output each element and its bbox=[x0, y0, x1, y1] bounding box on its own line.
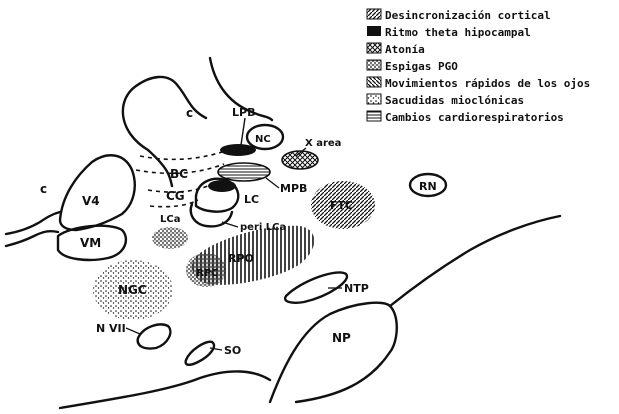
leader-mpb bbox=[266, 178, 279, 188]
label-v4: V4 bbox=[82, 194, 100, 208]
label-so: SO bbox=[224, 344, 241, 357]
label-ngc: NGC bbox=[118, 283, 147, 297]
region-lpb-fill bbox=[220, 144, 256, 156]
region-lca-fill bbox=[152, 227, 188, 249]
legend-label-sacudidas: Sacudidas mioclónicas bbox=[385, 94, 524, 107]
leader-lpb bbox=[241, 118, 245, 145]
outline-so bbox=[186, 342, 214, 365]
structure-labels: c c LPB NC X area BC CG MPB LC V4 VM LCa… bbox=[40, 106, 437, 357]
label-rpc: RPC bbox=[196, 268, 218, 279]
leader-nvii bbox=[126, 328, 140, 334]
label-mpb: MPB bbox=[280, 182, 307, 195]
label-bc: BC bbox=[170, 167, 188, 181]
label-c-top: c bbox=[186, 106, 193, 120]
label-nvii: N VII bbox=[96, 322, 126, 335]
label-cg: CG bbox=[166, 189, 185, 203]
legend-swatch-espigas bbox=[367, 60, 381, 70]
label-c-left: c bbox=[40, 182, 47, 196]
legend-label-atonia: Atonía bbox=[385, 43, 425, 56]
outline-nvii bbox=[138, 325, 171, 349]
outline-c-loop bbox=[123, 77, 206, 150]
legend-swatch-atonia bbox=[367, 43, 381, 53]
legend-label-cambios: Cambios cardiorespiratorios bbox=[385, 111, 564, 124]
legend-swatch-ritmo-theta bbox=[367, 26, 381, 36]
outline-c-inner bbox=[148, 150, 172, 186]
label-vm: VM bbox=[80, 236, 101, 250]
outline-ventral bbox=[60, 371, 270, 408]
leader-peri-lca bbox=[222, 222, 238, 227]
legend-label-ritmo-theta: Ritmo theta hipocampal bbox=[385, 26, 531, 39]
label-ftc: FTC bbox=[330, 199, 353, 212]
legend-swatch-sacudidas bbox=[367, 94, 381, 104]
label-ntp: NTP bbox=[344, 282, 369, 295]
outline-np bbox=[270, 303, 397, 402]
label-np: NP bbox=[332, 331, 351, 345]
legend-label-desincronizacion: Desincronización cortical bbox=[385, 9, 551, 22]
label-lpb: LPB bbox=[232, 106, 255, 119]
legend-label-movimientos: Movimientos rápidos de los ojos bbox=[385, 77, 590, 90]
label-rn: RN bbox=[419, 180, 437, 193]
outline-v4 bbox=[60, 155, 135, 230]
label-nc: NC bbox=[255, 134, 271, 145]
label-peri-lca: peri LCa bbox=[240, 222, 286, 233]
legend: Desincronización cortical Ritmo theta hi… bbox=[367, 9, 590, 124]
label-lc: LC bbox=[244, 193, 259, 206]
legend-label-espigas: Espigas PGO bbox=[385, 60, 458, 73]
legend-swatch-desincronizacion bbox=[367, 9, 381, 19]
label-x-area: X area bbox=[305, 138, 341, 149]
outline-np-right bbox=[390, 216, 560, 306]
legend-swatch-movimientos bbox=[367, 77, 381, 87]
region-lc-fill bbox=[208, 180, 236, 192]
region-x-area-fill bbox=[282, 151, 318, 169]
label-rpo: RPO bbox=[228, 252, 254, 265]
region-mpb-fill bbox=[218, 163, 270, 181]
legend-swatch-cambios bbox=[367, 111, 381, 121]
label-lca: LCa bbox=[160, 214, 180, 225]
